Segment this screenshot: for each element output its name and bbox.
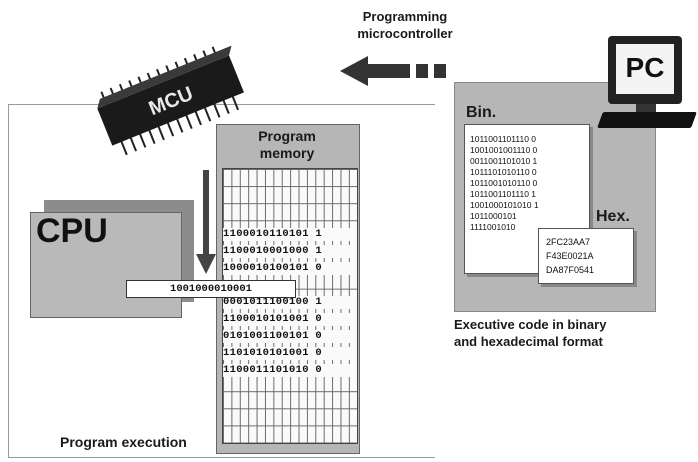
binary-line: 1001001001110 0: [470, 145, 538, 155]
bin-label: Bin.: [466, 104, 497, 121]
binary-line: 1011001101110 0: [470, 134, 537, 144]
program-memory-line-2: memory: [259, 145, 315, 161]
program-memory-title: Program memory: [216, 128, 358, 162]
hex-line: 2FC23AA7: [546, 237, 591, 247]
binary-line: 1011001010110 0: [470, 178, 538, 188]
cpu-label: CPU: [36, 212, 108, 250]
caption-line-2: and hexadecimal format: [454, 334, 603, 349]
memory-row: 1100010001000 1: [223, 245, 357, 258]
left-arrow-icon: [340, 56, 446, 86]
hex-line: DA87F0541: [546, 265, 595, 275]
binary-line: 1001000101010 1: [470, 200, 539, 210]
binary-line: 1011101010110 0: [470, 167, 537, 177]
title-line-2: microcontroller: [357, 26, 453, 41]
cpu-block: [30, 212, 182, 318]
hex-line: F43E0021A: [546, 251, 594, 261]
hex-code-document: [538, 228, 634, 284]
memory-row: 1100010110101 1: [223, 228, 357, 241]
memory-row: 0001011100100 1: [223, 296, 357, 309]
down-arrow-icon: [196, 170, 216, 274]
memory-row: 1000010100101 0: [223, 262, 357, 275]
hex-label: Hex.: [596, 208, 630, 225]
binary-line: 1011001101110 1: [470, 189, 537, 199]
memory-row: 1100010101001 0: [223, 313, 357, 326]
pc-screen: [616, 44, 674, 94]
pc-label: PC: [625, 52, 665, 83]
program-execution-label: Program execution: [60, 434, 187, 450]
memory-row: 1101010101001 0: [223, 347, 357, 360]
pc-keyboard-icon: [597, 112, 697, 128]
programming-microcontroller-title: Programming microcontroller: [330, 8, 480, 42]
pc-stand: [636, 104, 656, 114]
binary-line: 1011000101: [470, 211, 517, 221]
title-line-1: Programming: [362, 9, 448, 24]
caption-line-1: Executive code in binary: [454, 317, 607, 332]
binary-line: 1111001010: [470, 222, 516, 232]
binary-line: 0011001101010 1: [470, 156, 538, 166]
executive-code-caption: Executive code in binary and hexadecimal…: [454, 316, 606, 350]
program-memory-line-1: Program: [258, 128, 316, 144]
fetched-instruction: 1001000010001: [126, 280, 296, 298]
memory-row: 0101001100101 0: [223, 330, 357, 343]
memory-row: 1100011101010 0: [223, 364, 357, 377]
mcu-chip-icon: MCU: [97, 45, 244, 156]
